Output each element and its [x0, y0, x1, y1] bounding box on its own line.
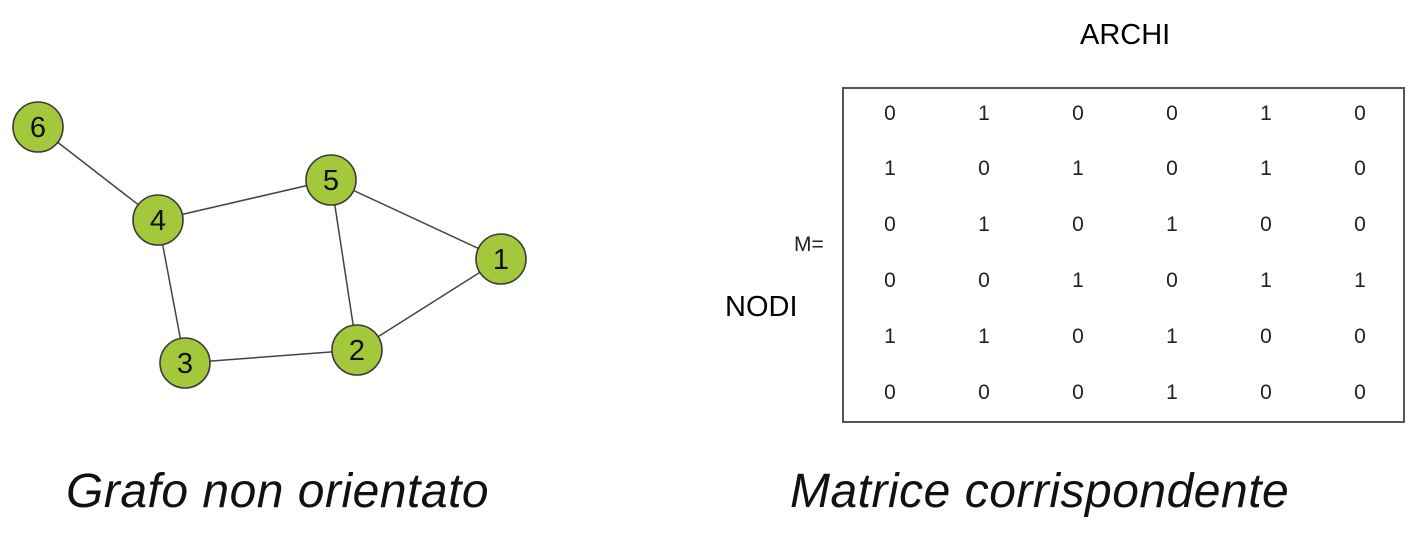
matrix-cell-r3-c5: 0	[1260, 213, 1272, 236]
matrix-cell-r5-c2: 1	[978, 325, 990, 348]
matrix-cell-r5-c4: 1	[1166, 325, 1178, 348]
matrix-cell-r4-c3: 1	[1072, 269, 1084, 292]
graph-node-circle	[305, 154, 357, 206]
matrix-cell-r3-c4: 1	[1166, 213, 1178, 236]
graph-edges	[37, 126, 502, 364]
matrix-cell-r2-c1: 1	[884, 157, 896, 180]
graph-node-circle	[159, 337, 211, 389]
graph-edge-5-1	[330, 179, 502, 260]
matrix-cell-r4-c6: 1	[1354, 269, 1366, 292]
columns-axis-label: ARCHI	[1080, 19, 1171, 51]
matrix-cell-r6-c2: 0	[978, 381, 990, 404]
graph-caption: Grafo non orientato	[66, 465, 490, 518]
graph-edge-1-2	[356, 258, 502, 351]
graph-node-4: 4	[132, 194, 184, 246]
matrix-cell-r3-c6: 0	[1354, 213, 1366, 236]
matrix-cell-r6-c4: 1	[1166, 381, 1178, 404]
undirected-graph: 1 2 3 4 5 6	[12, 101, 527, 389]
matrix-cell-r1-c4: 0	[1166, 102, 1178, 125]
matrix-cell-r2-c3: 1	[1072, 157, 1084, 180]
graph-nodes: 1 2 3 4 5 6	[12, 101, 527, 389]
matrix-cell-r5-c6: 0	[1354, 325, 1366, 348]
graph-node-circle	[331, 324, 383, 376]
graph-edge-5-2	[330, 179, 358, 351]
matrix-cell-r6-c5: 0	[1260, 381, 1272, 404]
graph-node-2: 2	[331, 324, 383, 376]
matrix-cell-r4-c1: 0	[884, 269, 896, 292]
matrix-cell-r6-c3: 0	[1072, 381, 1084, 404]
graph-node-circle	[12, 101, 64, 153]
graph-edge-3-2	[184, 349, 358, 364]
graph-node-6: 6	[12, 101, 64, 153]
matrix-caption: Matrice corrispondente	[790, 465, 1290, 518]
matrix-cell-r3-c1: 0	[884, 213, 896, 236]
matrix-cell-r1-c2: 1	[978, 102, 990, 125]
matrix-cell-r2-c5: 1	[1260, 157, 1272, 180]
matrix-cell-r1-c1: 0	[884, 102, 896, 125]
matrix-cell-r4-c2: 0	[978, 269, 990, 292]
matrix-cell-r5-c3: 0	[1072, 325, 1084, 348]
graph-node-1: 1	[475, 233, 527, 285]
matrix-cell-r1-c5: 1	[1260, 102, 1272, 125]
matrix-cell-r3-c3: 0	[1072, 213, 1084, 236]
graph-node-label: 2	[349, 335, 365, 367]
graph-node-label: 4	[150, 205, 166, 237]
matrix-cell-r1-c6: 0	[1354, 102, 1366, 125]
matrix-cell-r4-c5: 1	[1260, 269, 1272, 292]
graph-node-label: 1	[493, 244, 509, 276]
matrix-cell-r2-c4: 0	[1166, 157, 1178, 180]
graph-node-label: 6	[30, 112, 46, 144]
graph-node-5: 5	[305, 154, 357, 206]
graph-node-label: 5	[323, 165, 339, 197]
matrix-cell-r5-c1: 1	[884, 325, 896, 348]
matrix-cell-r2-c6: 0	[1354, 157, 1366, 180]
matrix-cell-r6-c1: 0	[884, 381, 896, 404]
matrix-cell-r1-c3: 0	[1072, 102, 1084, 125]
matrix-prefix-label: M=	[794, 233, 824, 256]
matrix-cell-r4-c4: 0	[1166, 269, 1178, 292]
graph-node-label: 3	[177, 348, 193, 380]
matrix-cell-r6-c6: 0	[1354, 381, 1366, 404]
graph-edge-4-5	[157, 179, 332, 221]
adjacency-matrix: 0 1 0 0 1 0 1 0 1 0 1 0 0 1 0 1 0 0 0 0 1 0 1 1 1 1 0 1 0 0 0 0 0 1 0 0	[842, 87, 1405, 423]
rows-axis-label: NODI	[725, 291, 798, 323]
graph-node-circle	[475, 233, 527, 285]
matrix-cell-r3-c2: 1	[978, 213, 990, 236]
matrix-cell-r2-c2: 0	[978, 157, 990, 180]
graph-node-3: 3	[159, 337, 211, 389]
graph-node-circle	[132, 194, 184, 246]
matrix-cell-r5-c5: 0	[1260, 325, 1272, 348]
